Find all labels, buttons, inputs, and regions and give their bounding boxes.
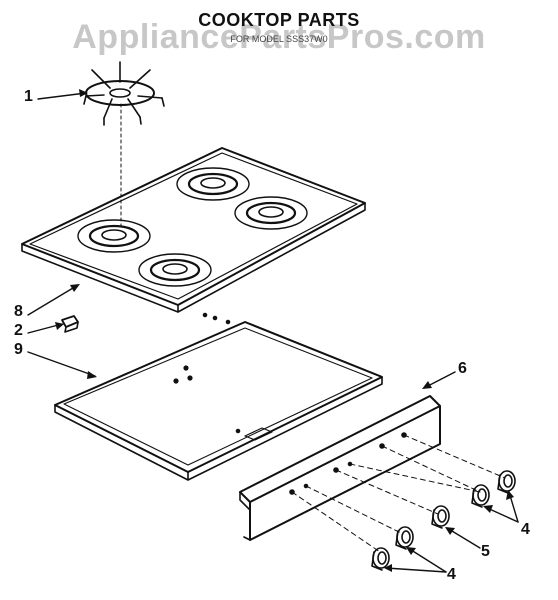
knob-alignment-lines <box>291 434 506 553</box>
callout-8: 8 <box>14 303 23 320</box>
callout-6: 6 <box>458 360 467 377</box>
knob <box>497 470 516 494</box>
knob <box>471 484 490 508</box>
knob <box>371 547 390 571</box>
burner-well-front-right <box>138 253 212 287</box>
control-panel <box>239 395 441 541</box>
burner-well-back-left <box>176 167 250 201</box>
leader-lines <box>27 92 519 573</box>
callout-2: 2 <box>14 322 23 339</box>
callout-5: 5 <box>481 543 490 560</box>
burner-well-back-right <box>234 196 308 230</box>
cooktop-panel <box>21 147 366 313</box>
leader-arrowheads <box>55 89 514 572</box>
knob <box>431 505 450 529</box>
callout-4-lower: 4 <box>447 566 456 583</box>
callout-4-upper: 4 <box>521 521 530 538</box>
bottom-pan <box>54 312 383 481</box>
diagram-title: COOKTOP PARTS <box>198 10 360 30</box>
knob <box>395 526 414 550</box>
clip-part <box>61 315 79 333</box>
callout-1: 1 <box>24 88 33 105</box>
burner-well-front-left <box>77 219 151 253</box>
burner-grate <box>83 61 165 227</box>
callout-9: 9 <box>14 341 23 358</box>
diagram-subtitle: FOR MODEL SSS37W0 <box>230 34 328 44</box>
